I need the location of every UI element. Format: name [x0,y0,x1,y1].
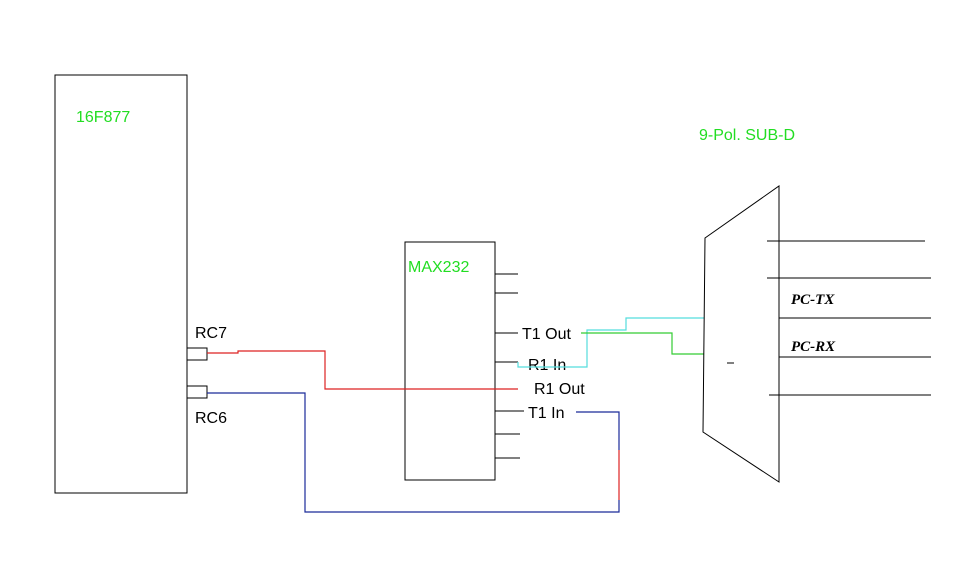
sub-d-body [702,185,780,483]
pin-label-t1-out: T1 Out [522,326,571,343]
pic-body [54,74,188,494]
wire-rc6-t1in-top [576,411,620,450]
pin-stub-rc7 [186,347,208,361]
pin-stub-rc6 [186,385,208,399]
pin-label-rc6: RC6 [195,410,227,427]
max232-name: MAX232 [408,259,469,276]
pin-label-r1-in: R1 In [528,357,566,374]
pic-name: 16F877 [76,109,130,126]
max232-chip: MAX232 T1 Out R1 In R1 Out T1 In [404,241,585,481]
pin-label-t1-in: T1 In [528,405,564,422]
pc-rx-label: PC-RX [791,339,836,355]
max232-body [404,241,496,481]
sub-d-connector: 9-Pol. SUB-D PC-TX PC-RX [699,127,931,483]
pic-16f877: 16F877 RC7 RC6 [54,74,227,494]
pin-label-rc7: RC7 [195,325,227,342]
pin-label-r1-out: R1 Out [534,381,585,398]
wire-r1in-pctx [517,317,779,368]
wire-rc7-r1out [207,350,518,390]
pc-tx-label: PC-TX [791,292,835,308]
wire-rc6-t1in [207,392,620,513]
connector-name: 9-Pol. SUB-D [699,127,795,144]
